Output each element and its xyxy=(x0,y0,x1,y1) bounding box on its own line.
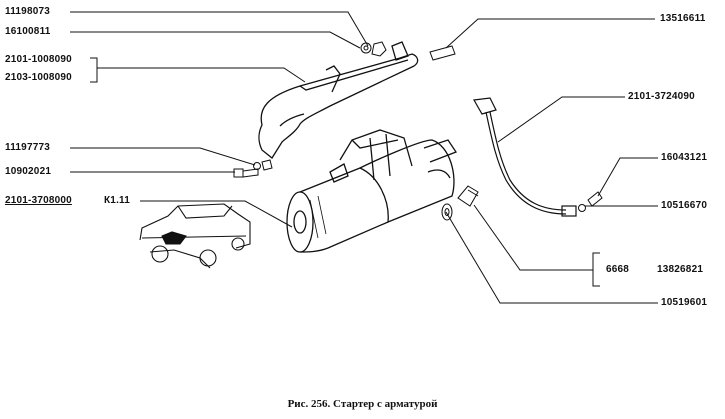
bracket-6668-13826821 xyxy=(592,252,600,287)
label-2101-1008090: 2101-1008090 xyxy=(5,54,72,65)
leader-16100811 xyxy=(70,31,361,49)
nut-11198073 xyxy=(371,41,387,57)
leader-11197773 xyxy=(70,147,256,166)
label-11198073: 11198073 xyxy=(5,6,50,17)
mounting-bracket xyxy=(258,41,419,159)
label-10516670: 10516670 xyxy=(661,200,708,211)
bolt-10902021 xyxy=(233,168,259,178)
label-11197773: 11197773 xyxy=(5,142,50,153)
cable-2101-3724090 xyxy=(473,97,577,217)
leader-6668 xyxy=(473,204,593,271)
label-2103-1008090: 2103-1008090 xyxy=(5,72,72,83)
label-13516611: 13516611 xyxy=(660,13,706,24)
starter-motor xyxy=(286,129,457,253)
label-10902021: 10902021 xyxy=(5,166,52,177)
label-16043121: 16043121 xyxy=(661,152,708,163)
washer-10516670 xyxy=(578,204,586,212)
leader-1008090 xyxy=(97,67,306,83)
leader-16043121 xyxy=(597,157,658,197)
label-6668: 6668 xyxy=(606,264,630,275)
washer-16100811 xyxy=(360,42,372,54)
car-inset xyxy=(139,203,251,269)
label-2101-3708000: 2101-3708000 xyxy=(5,195,72,206)
label-16100811: 16100811 xyxy=(5,26,51,37)
leader-2101-3708000 xyxy=(140,200,293,228)
screw-16043121 xyxy=(587,191,603,207)
leader-2101-3724090 xyxy=(497,96,625,143)
washer-10519601 xyxy=(441,203,453,221)
leader-13516611 xyxy=(445,18,655,49)
bolt-6668 xyxy=(457,185,479,207)
pin-13516611 xyxy=(429,45,456,61)
figure-caption: Рис. 256. Стартер с арматурой xyxy=(287,398,438,410)
label-2101-3724090: 2101-3724090 xyxy=(628,91,695,102)
washer-11197773 xyxy=(253,162,261,170)
leader-10519601 xyxy=(445,211,658,304)
label-k111: К1.11 xyxy=(104,195,131,206)
bracket-2101-2103-1008090 xyxy=(90,57,98,83)
leader-11198073 xyxy=(70,11,369,47)
label-13826821: 13826821 xyxy=(657,264,704,275)
label-10519601: 10519601 xyxy=(661,297,708,308)
